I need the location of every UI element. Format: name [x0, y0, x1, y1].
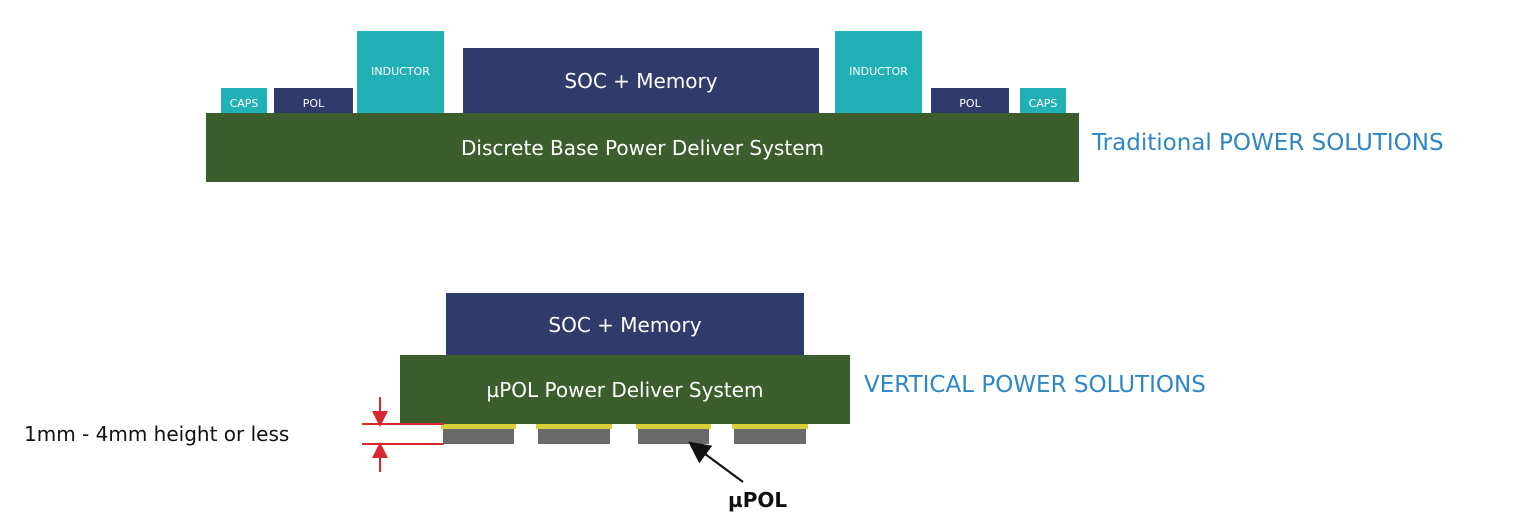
discrete-base-power-block: Discrete Base Power Deliver System	[206, 113, 1079, 182]
discrete-base-power-label: Discrete Base Power Deliver System	[461, 135, 824, 160]
pol-right-label: POL	[959, 97, 981, 110]
upol-power-deliver-label: µPOL Power Deliver System	[486, 377, 764, 402]
inductor-right-label: INDUCTOR	[849, 65, 908, 78]
pol-left-label: POL	[302, 97, 325, 110]
soc-memory-block-vertical: SOC + Memory	[446, 293, 804, 357]
height-dimension-marker	[362, 397, 444, 472]
upol-power-deliver-block: µPOL Power Deliver System	[400, 355, 850, 424]
pol-right-block: POL	[931, 88, 1009, 113]
caps-right-block: CAPS	[1020, 88, 1066, 113]
soc-memory-block-traditional: SOC + Memory	[463, 48, 819, 113]
caps-right-label: CAPS	[1028, 97, 1058, 110]
inductor-right-block: INDUCTOR	[835, 31, 922, 113]
soc-memory-label-traditional: SOC + Memory	[564, 68, 718, 93]
inductor-left-block: INDUCTOR	[357, 31, 444, 113]
pol-left-block: POL	[274, 88, 353, 113]
caps-left-block: CAPS	[221, 88, 267, 113]
soc-memory-label-vertical: SOC + Memory	[548, 313, 702, 337]
upol-pointer-arrow-icon	[688, 441, 744, 483]
upol-label: µPOL	[728, 488, 788, 512]
traditional-caption: Traditional POWER SOLUTIONS	[1092, 130, 1444, 156]
height-note: 1mm - 4mm height or less	[24, 422, 290, 446]
inductor-left-label: INDUCTOR	[371, 65, 430, 78]
vertical-caption: VERTICAL POWER SOLUTIONS	[864, 372, 1206, 398]
caps-left-label: CAPS	[229, 97, 259, 110]
